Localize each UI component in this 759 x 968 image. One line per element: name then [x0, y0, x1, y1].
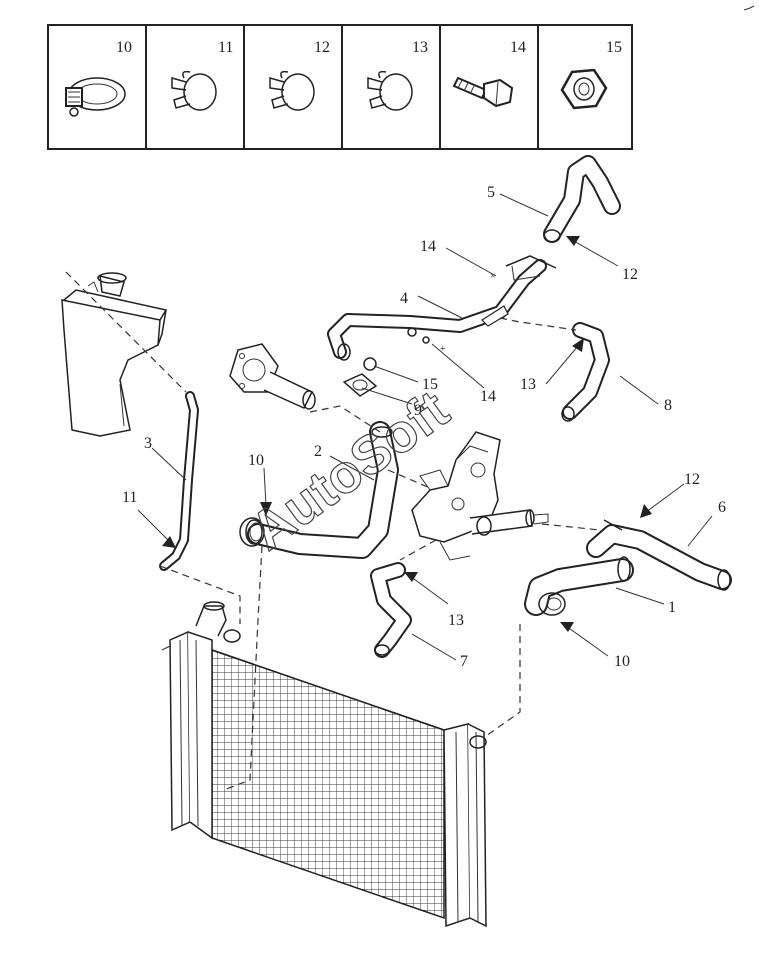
svg-text:×: ×: [490, 271, 496, 282]
callout-2: 2: [314, 443, 322, 460]
radiator: [161, 601, 487, 928]
callout-10-lower: 10: [614, 653, 630, 670]
pipe-4: [327, 255, 557, 361]
legend-cell-13: 13: [367, 39, 428, 111]
legend-number: 14: [510, 39, 526, 56]
legend-cell-12: 12: [269, 39, 330, 111]
parts-legend: 10 11 12: [47, 24, 633, 150]
callout-14-mid: 14: [480, 388, 496, 405]
callout-9: 9: [414, 402, 422, 419]
corner-mark: [743, 5, 755, 11]
callout-6: 6: [718, 499, 726, 516]
callout-8: 8: [664, 397, 672, 414]
hose-8: [561, 322, 610, 422]
hose-5: [543, 155, 621, 243]
svg-text:+: +: [440, 344, 446, 355]
callout-13-lower: 13: [448, 612, 464, 629]
hose-2: [245, 421, 399, 559]
dashed-guides: [65, 271, 601, 791]
hose-7: [370, 562, 412, 658]
legend-number: 15: [606, 39, 622, 56]
spring-clamp-icon: [171, 70, 217, 111]
hose-3: [159, 391, 199, 571]
callout-15: 15: [422, 376, 438, 393]
legend-cell-10: 10: [65, 39, 132, 117]
spring-clamp-icon: [269, 70, 315, 111]
thermostat-housing: [229, 343, 316, 410]
callout-5: 5: [487, 184, 495, 201]
legend-number: 10: [116, 39, 132, 56]
legend-number: 11: [218, 39, 233, 56]
clamp-10-lower: [538, 592, 566, 616]
nut: [363, 357, 377, 371]
callout-10-upper: 10: [248, 452, 264, 469]
expansion-reservoir: [61, 272, 168, 437]
callout-13-right: 13: [520, 376, 536, 393]
hose-1: [524, 556, 634, 616]
bolt-icon: [452, 76, 514, 108]
callout-4: 4: [400, 290, 408, 307]
legend-number: 12: [314, 39, 330, 56]
legend-cell-15: 15: [560, 39, 622, 110]
callout-14-top: 14: [420, 238, 436, 255]
legend-number: 13: [412, 39, 428, 56]
spring-clamp-icon: [367, 70, 413, 111]
clamp-10-upper: [239, 517, 265, 547]
callout-11: 11: [122, 489, 137, 506]
callout-1: 1: [668, 599, 676, 616]
callout-3: 3: [144, 435, 152, 452]
callouts: 5 12 14 4 15 9 14 13 8 2 3 10 11 12 6 1 …: [122, 184, 726, 670]
hex-nut-icon: [560, 68, 608, 110]
engine-water-outlet: [411, 431, 549, 561]
hose-6: [586, 519, 732, 591]
callout-7: 7: [460, 653, 468, 670]
worm-gear-clamp-icon: [65, 77, 126, 117]
leader-lines: × +: [137, 193, 713, 661]
callout-12-right: 12: [684, 471, 700, 488]
callout-12-top: 12: [622, 266, 638, 283]
legend-cell-11: 11: [171, 39, 233, 111]
gasket: [342, 373, 378, 397]
legend-cell-14: 14: [452, 39, 526, 108]
